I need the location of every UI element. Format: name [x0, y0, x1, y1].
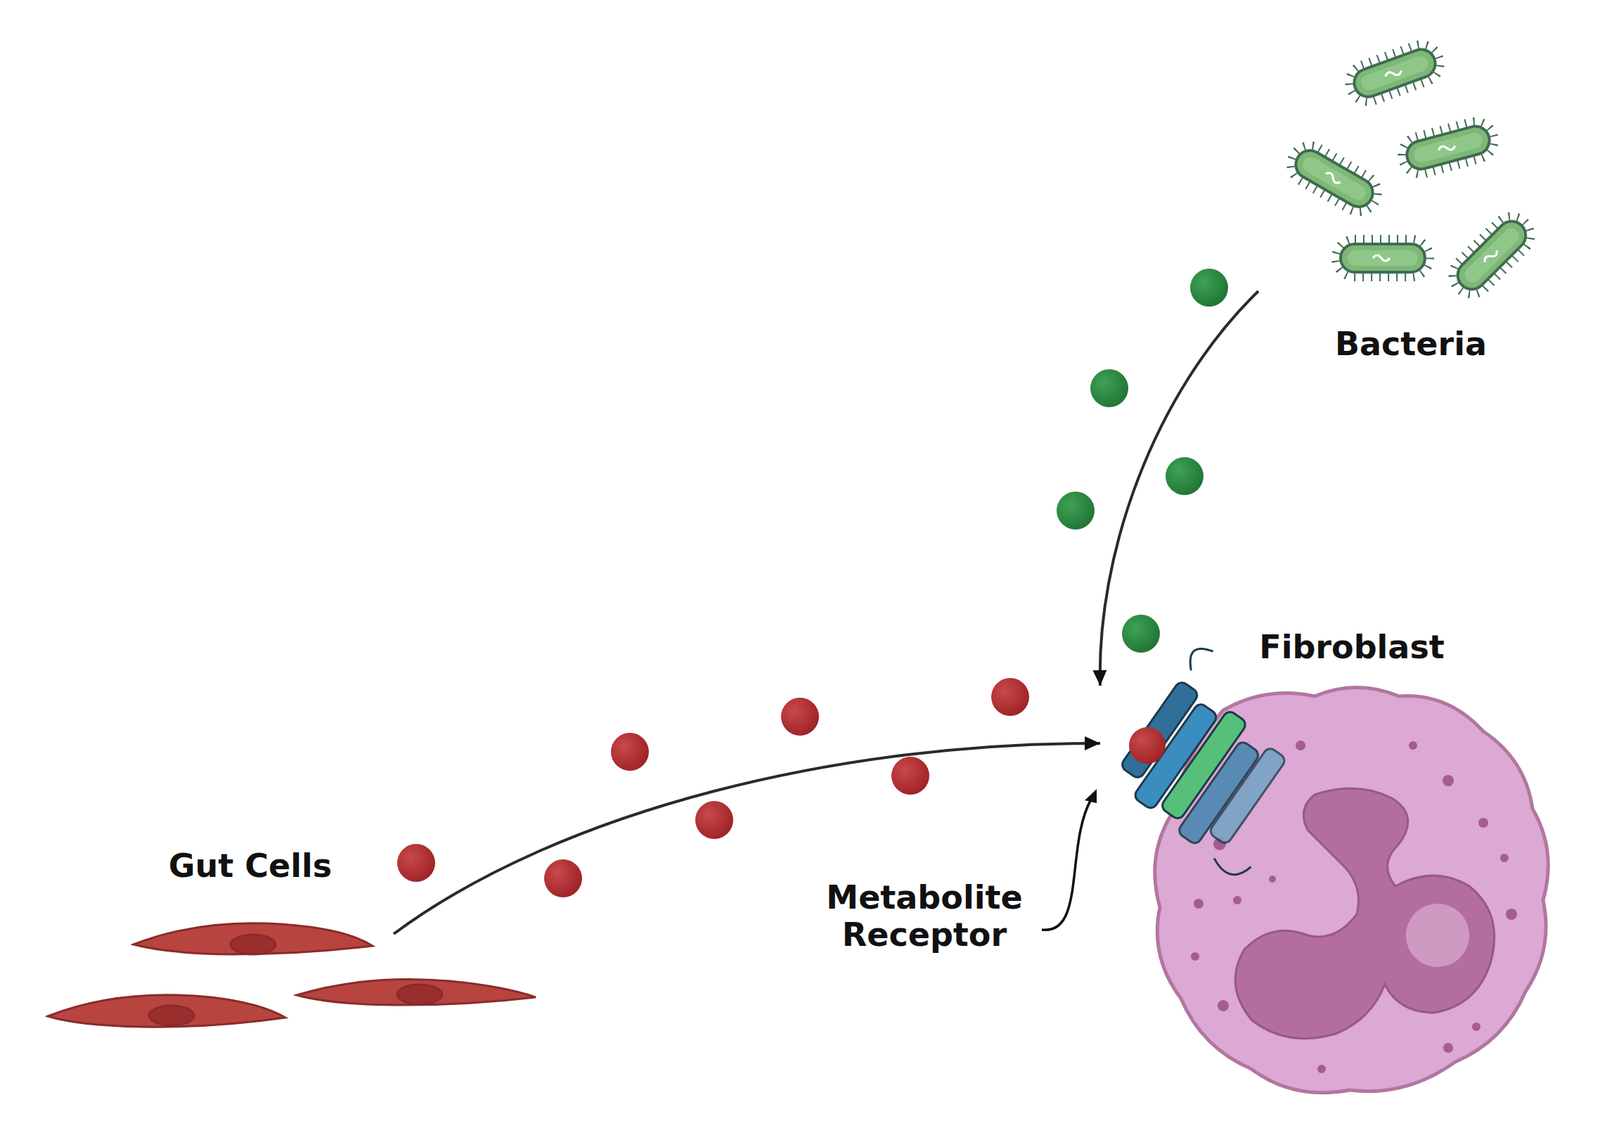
leader-arrowhead: [1084, 788, 1097, 803]
gut-cells-node: Gut Cells: [42, 833, 394, 1048]
bacterial-metabolites: [1056, 268, 1229, 653]
node-label: Bacteria: [1334, 325, 1487, 363]
bound-metabolite: [1128, 726, 1166, 764]
leader-line: [1041, 797, 1092, 930]
node-label: Fibroblast: [1259, 628, 1445, 666]
host-metabolites: [397, 677, 1030, 898]
arrowhead: [1092, 669, 1107, 686]
fibroblast-node: Fibroblast: [1100, 618, 1565, 1104]
metabolite-receptor: [1100, 641, 1340, 882]
callout-label: Metabolite Receptor: [815, 878, 1034, 954]
bacteria-group: [1285, 40, 1538, 301]
flow-arrow: [1092, 291, 1259, 686]
arrowhead: [1084, 736, 1101, 751]
flow-line: [1100, 291, 1259, 686]
bacteria-node: Bacteria: [1258, 42, 1554, 377]
gut-cells: [47, 923, 536, 1028]
node-label: Gut Cells: [168, 847, 332, 885]
fibroblast-cell: [1155, 687, 1549, 1093]
